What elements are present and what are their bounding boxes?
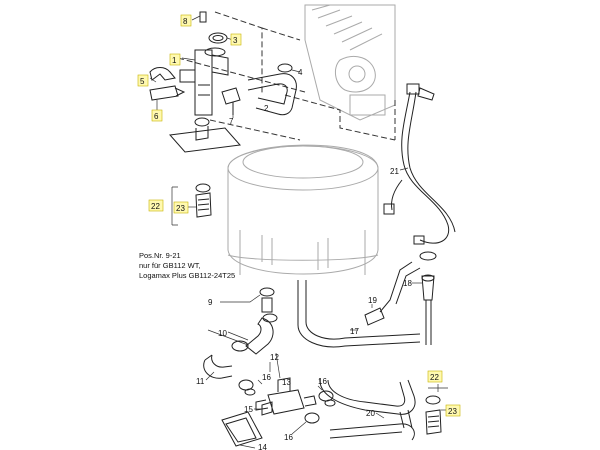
assembly-dashed-lines <box>177 11 396 141</box>
callout-2: 2 <box>264 104 269 113</box>
part-19-clip <box>364 304 385 326</box>
callout-15: 15 <box>244 405 253 414</box>
part-16-nuts <box>238 379 336 435</box>
callout-8: 8 <box>180 14 192 27</box>
svg-text:16: 16 <box>284 433 293 442</box>
part-2-pipe-bend <box>247 73 297 116</box>
callout-16-bottom: 16 <box>284 433 293 442</box>
part-3-seal <box>208 32 234 44</box>
callout-17: 17 <box>350 327 359 336</box>
siphon-lower-body <box>169 117 241 153</box>
callout-20: 20 <box>366 409 375 418</box>
svg-text:15: 15 <box>244 405 253 414</box>
svg-text:18: 18 <box>403 279 412 288</box>
callout-23-lower: 23 <box>445 404 461 417</box>
svg-text:20: 20 <box>366 409 375 418</box>
callout-4: 4 <box>298 68 303 77</box>
part-15-sensor <box>254 401 273 416</box>
svg-text:13: 13 <box>282 378 291 387</box>
part-18-pipe <box>412 251 437 345</box>
note-line-1: Pos.Nr. 9-21 <box>139 251 181 260</box>
applicability-note: Pos.Nr. 9-21 nur für GB112 WT, Logamax P… <box>139 251 235 280</box>
svg-text:9: 9 <box>208 298 213 307</box>
callout-19: 19 <box>368 296 377 305</box>
svg-text:16: 16 <box>262 373 271 382</box>
svg-text:23: 23 <box>176 204 185 213</box>
callout-16-right: 16 <box>318 377 327 386</box>
svg-text:23: 23 <box>448 407 457 416</box>
callout-7: 7 <box>229 117 234 126</box>
part-21-cable-harness <box>383 83 456 245</box>
svg-text:6: 6 <box>154 112 159 121</box>
svg-text:22: 22 <box>151 202 160 211</box>
svg-text:4: 4 <box>298 68 303 77</box>
part-4-o-ring <box>277 63 301 73</box>
part-9-pipe <box>207 287 275 346</box>
svg-text:12: 12 <box>270 353 279 362</box>
part-7-fitting <box>221 87 241 118</box>
svg-text:7: 7 <box>229 117 234 126</box>
callout-13: 13 <box>282 378 291 387</box>
svg-text:11: 11 <box>196 377 205 386</box>
svg-text:1: 1 <box>172 56 177 65</box>
callout-22-lower: 22 <box>427 370 443 383</box>
callout-10: 10 <box>218 329 227 338</box>
svg-text:2: 2 <box>264 104 269 113</box>
callout-6: 6 <box>151 109 163 122</box>
callout-9: 9 <box>208 298 213 307</box>
callout-1: 1 <box>169 53 181 66</box>
part-17-hose <box>297 261 421 348</box>
note-line-3: Logamax Plus GB112-24T25 <box>139 271 235 280</box>
part-11-bent-pipe <box>203 354 233 381</box>
callout-18: 18 <box>403 279 412 288</box>
callout-11: 11 <box>196 377 205 386</box>
part-6-sensor <box>149 85 186 110</box>
svg-text:21: 21 <box>390 167 399 176</box>
lower-part-23-fitting <box>425 395 446 435</box>
svg-text:5: 5 <box>140 77 145 86</box>
burner-block-outline <box>304 4 396 121</box>
callout-5: 5 <box>137 74 149 87</box>
part-8-screw <box>191 11 207 23</box>
callout-21: 21 <box>390 167 399 176</box>
svg-text:22: 22 <box>430 373 439 382</box>
svg-text:3: 3 <box>233 36 238 45</box>
part-14-cover <box>221 411 263 449</box>
callout-22-upper: 22 <box>148 199 164 212</box>
heat-exchanger-outline <box>227 144 379 275</box>
part-5-clip <box>149 67 176 83</box>
svg-text:17: 17 <box>350 327 359 336</box>
svg-text:8: 8 <box>183 17 188 26</box>
lower-part-22-bracket <box>428 384 448 392</box>
upper-part-22-bracket <box>171 186 178 226</box>
note-line-2: nur für GB112 WT, <box>139 261 201 270</box>
part-20-hose <box>319 377 416 441</box>
callout-23-upper: 23 <box>173 201 189 214</box>
callout-12: 12 <box>270 353 279 362</box>
upper-part-23-fitting <box>187 183 212 218</box>
svg-text:14: 14 <box>258 443 267 450</box>
callout-16-left: 16 <box>262 373 271 382</box>
callout-3: 3 <box>230 33 242 46</box>
svg-text:10: 10 <box>218 329 227 338</box>
svg-text:16: 16 <box>318 377 327 386</box>
part-1-siphon-bracket <box>179 47 229 116</box>
part-10-elbow <box>227 313 278 355</box>
svg-text:19: 19 <box>368 296 377 305</box>
callout-14: 14 <box>258 443 267 450</box>
